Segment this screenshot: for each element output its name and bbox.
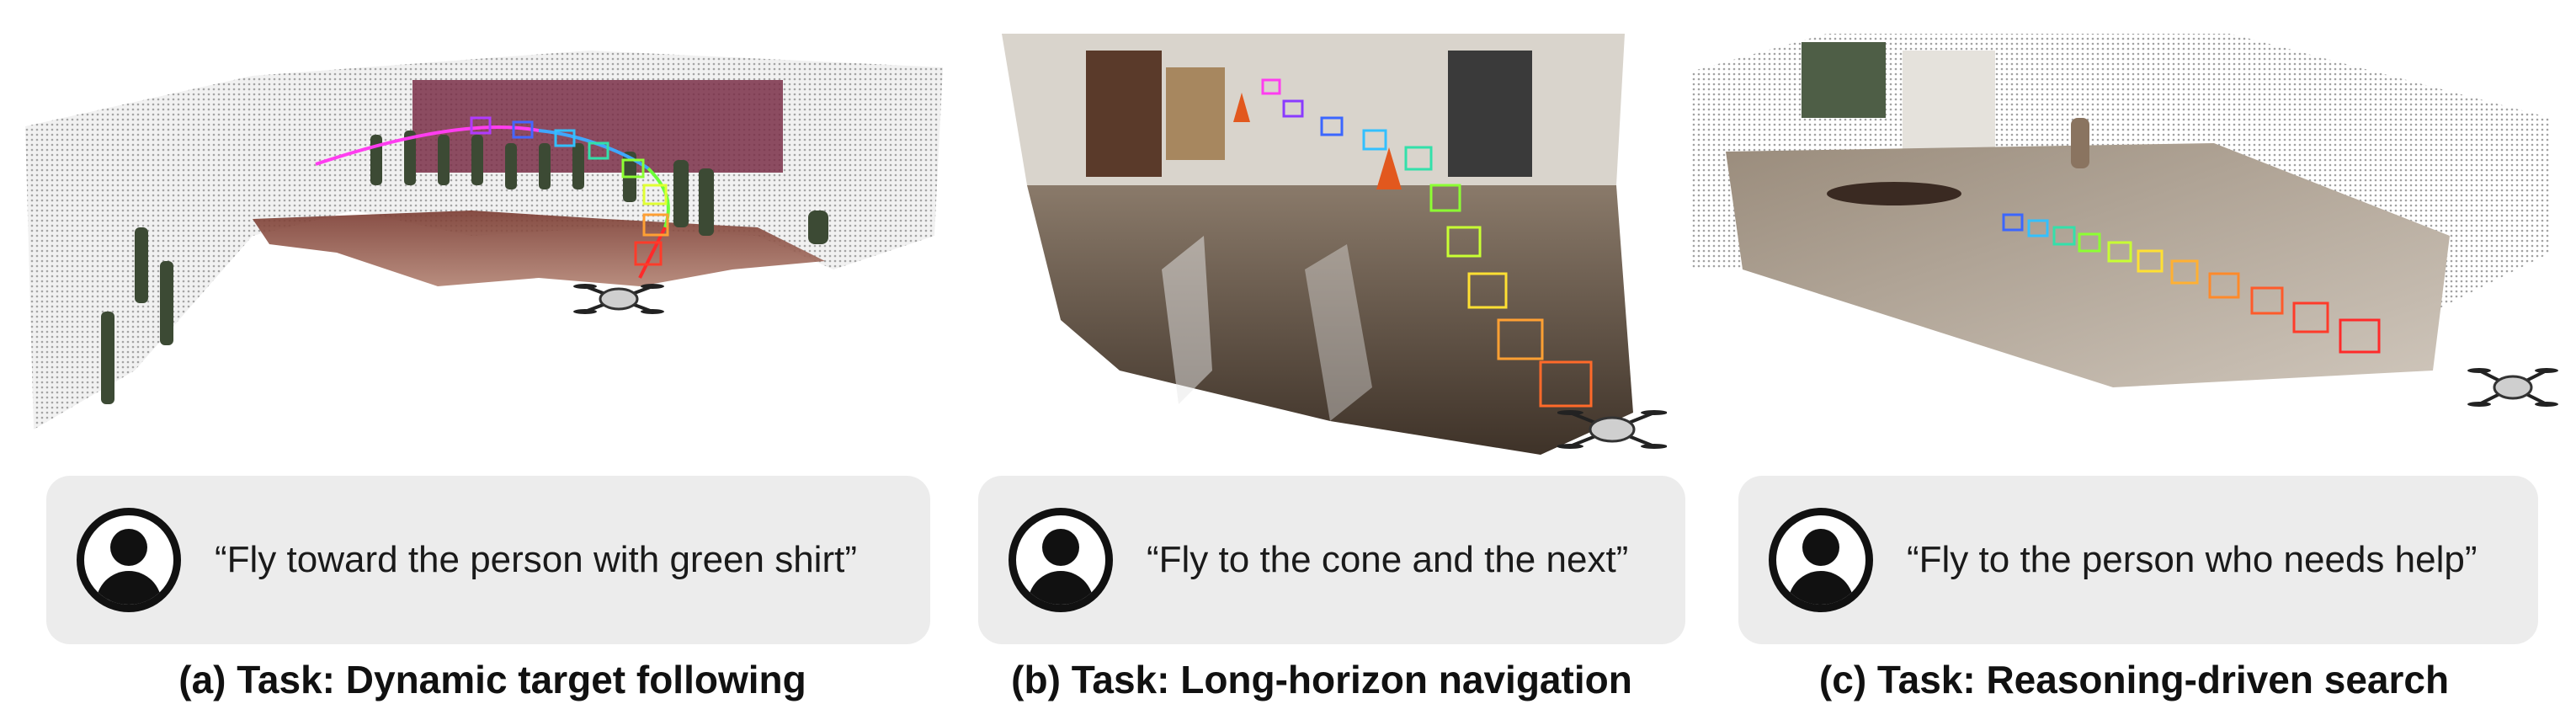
instruction-bubble: “Fly to the cone and the next” [978,476,1685,644]
panel-caption: (b) Task: Long-horizon navigation [1011,658,1632,701]
instruction-text: “Fly to the cone and the next” [1147,539,1629,580]
drone-icon [1557,396,1668,467]
user-avatar-icon [1009,508,1113,612]
user-avatar-icon [77,508,181,612]
drone-icon [572,269,665,333]
panel-reasoning-driven-search: “Fly to the person who needs help” (c) T… [1692,0,2576,720]
point-cloud-scene [1692,17,2576,455]
panel-caption: (a) Task: Dynamic target following [178,658,806,701]
panel-long-horizon-navigation: “Fly to the cone and the next” (b) Task:… [951,0,1692,720]
instruction-text: “Fly toward the person with green shirt” [215,539,857,580]
panel-dynamic-target-following: “Fly toward the person with green shirt”… [0,0,951,720]
instruction-text: “Fly to the person who needs help” [1907,539,2478,580]
user-avatar-icon [1769,508,1873,612]
instruction-bubble: “Fly to the person who needs help” [1738,476,2538,644]
point-cloud-scene [0,17,951,438]
instruction-bubble: “Fly toward the person with green shirt” [46,476,930,644]
drone-icon [2467,354,2559,425]
panel-caption: (c) Task: Reasoning-driven search [1818,658,2450,701]
point-cloud-scene [951,17,1692,472]
